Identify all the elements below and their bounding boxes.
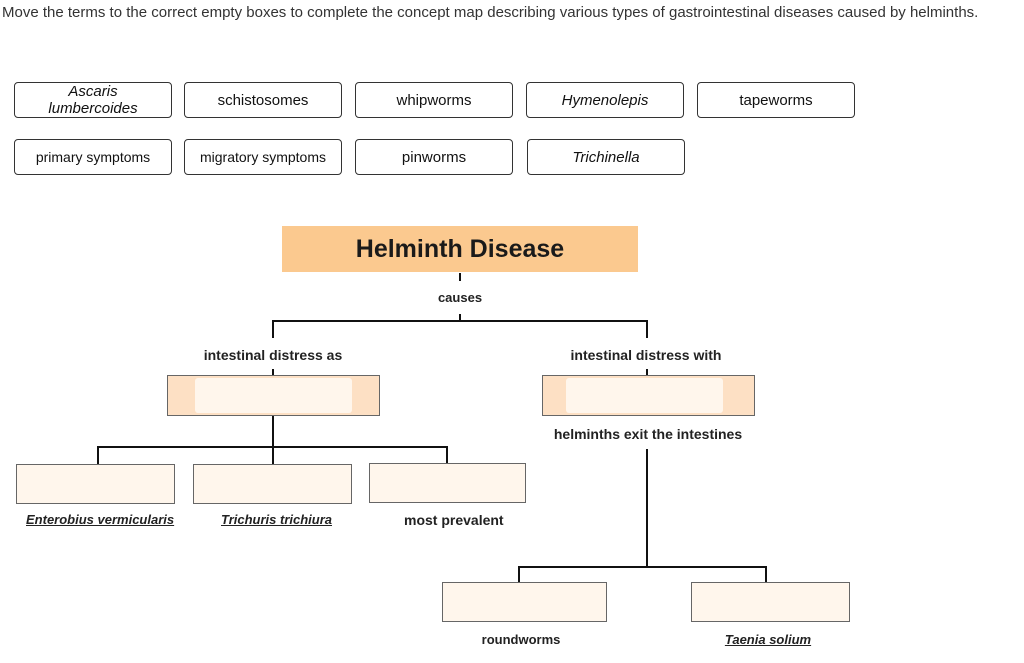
label-roundworms: roundworms [481,632,561,647]
drop-target-taenia[interactable] [691,582,850,622]
label-causes: causes [437,290,483,305]
drop-target-left-slot[interactable] [195,378,352,413]
term-migratory-symptoms[interactable]: migratory symptoms [184,139,342,175]
label-most-prevalent: most prevalent [404,512,504,528]
drop-target-right[interactable] [542,375,755,416]
term-schistosomes[interactable]: schistosomes [184,82,342,118]
term-tapeworms[interactable]: tapeworms [697,82,855,118]
label-trichuris: Trichuris trichiura [221,512,333,527]
drop-target-trichuris[interactable] [193,464,352,504]
drop-target-left[interactable] [167,375,380,416]
label-enterobius: Enterobius vermicularis [26,512,175,527]
drop-target-right-slot[interactable] [566,378,723,413]
term-primary-symptoms[interactable]: primary symptoms [14,139,172,175]
term-whipworms[interactable]: whipworms [355,82,513,118]
instructions-text: Move the terms to the correct empty boxe… [2,4,979,21]
label-intestinal-distress-as: intestinal distress as [203,347,343,363]
drop-target-roundworms[interactable] [442,582,607,622]
term-pinworms[interactable]: pinworms [355,139,513,175]
label-helminths-exit: helminths exit the intestines [553,426,743,442]
label-intestinal-distress-with: intestinal distress with [570,347,722,363]
drop-target-most-prevalent[interactable] [369,463,526,503]
term-trichinella[interactable]: Trichinella [527,139,685,175]
label-taenia-solium: Taenia solium [724,632,812,647]
term-hymenolepis[interactable]: Hymenolepis [526,82,684,118]
drop-target-enterobius[interactable] [16,464,175,504]
map-title: Helminth Disease [282,226,638,272]
term-ascaris-lumbercoides[interactable]: Ascaris lumbercoides [14,82,172,118]
